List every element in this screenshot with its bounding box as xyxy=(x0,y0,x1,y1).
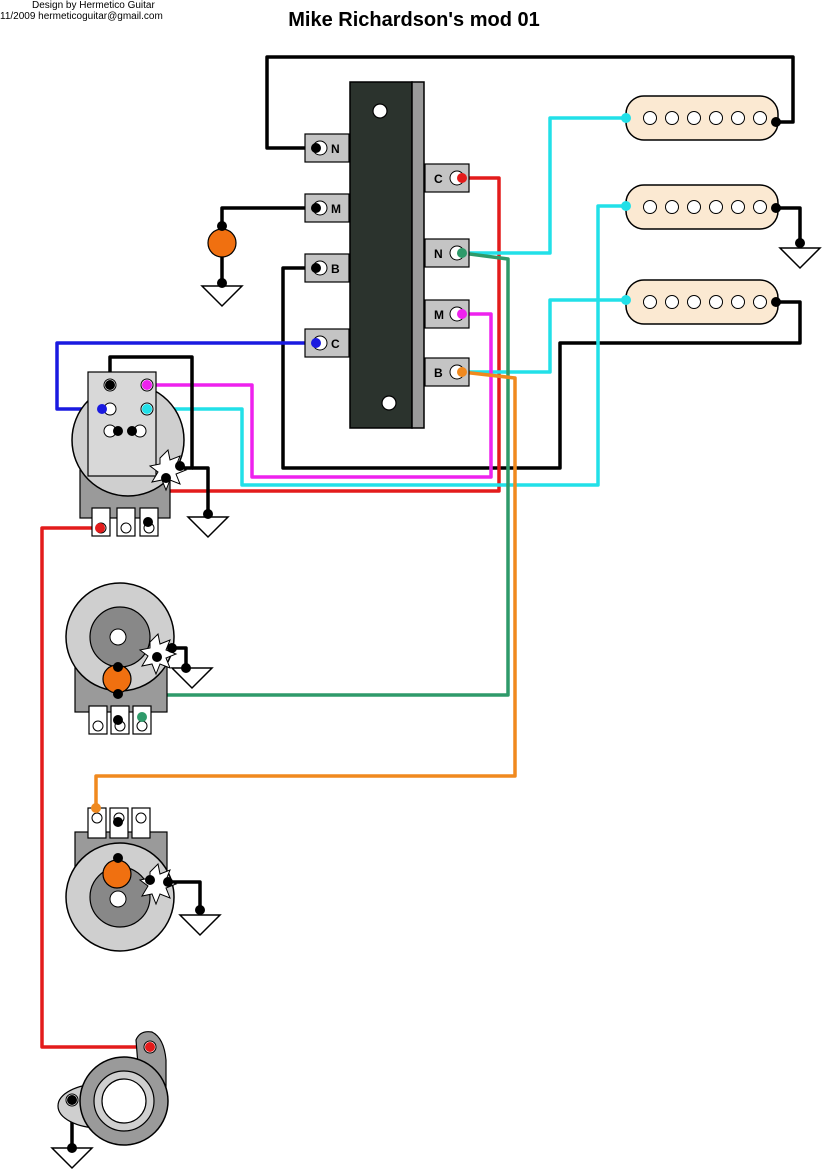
wire-black-middle-ground xyxy=(776,206,802,243)
wire-black-cap-to-m xyxy=(220,206,316,240)
wire-blue xyxy=(55,341,316,411)
terminal-right-c-label: C xyxy=(434,172,443,186)
ground-icon xyxy=(187,516,229,538)
credits-line1: Design by Hermetico Guitar xyxy=(32,0,155,11)
five-way-switch xyxy=(349,81,425,429)
terminal-left-m-label: M xyxy=(331,202,341,216)
terminal-right-m-label: M xyxy=(434,308,444,322)
wire-orange xyxy=(94,370,517,808)
wire-magenta xyxy=(147,312,493,479)
terminal-right-n: N xyxy=(424,238,470,268)
terminal-right-n-label: N xyxy=(434,247,443,261)
switch-left-terminals: N M B C xyxy=(304,133,350,358)
volume-pot xyxy=(71,371,188,537)
terminal-left-b-label: B xyxy=(331,262,340,276)
capacitor-top xyxy=(207,228,237,258)
wire-cyan-middle xyxy=(147,204,626,487)
pickup-middle xyxy=(625,184,779,230)
switch-right-terminals: C N M B xyxy=(424,163,470,387)
solder-burst-icon xyxy=(138,862,178,906)
wire-black-switch-b-loop xyxy=(281,266,802,470)
wire-cyan-bridge xyxy=(462,298,626,374)
wire-black-pot-ground xyxy=(192,466,210,514)
solder-burst-icon xyxy=(148,448,188,492)
wire-cyan-neck xyxy=(462,116,626,255)
ground-icon xyxy=(779,247,821,269)
solder-dots xyxy=(67,113,805,1153)
terminal-left-n-label: N xyxy=(331,142,340,156)
wire-black-pot-top xyxy=(108,355,194,470)
credits: Design by Hermetico Guitar 11/2009 herme… xyxy=(0,0,163,22)
wire-red-to-jack xyxy=(40,526,150,1049)
ground-icon xyxy=(171,667,213,689)
pickup-bridge xyxy=(625,279,779,325)
ground-icon xyxy=(201,285,243,307)
credits-line2: 11/2009 hermeticoguitar@gmail.com xyxy=(0,11,163,22)
tone-pot-2 xyxy=(65,807,178,952)
wire-black-bridge-to-n xyxy=(265,55,795,150)
ground-icon xyxy=(179,914,221,936)
diagram-title: Mike Richardson's mod 01 xyxy=(288,9,540,31)
terminal-right-b-label: B xyxy=(434,366,443,380)
terminal-left-c-label: C xyxy=(331,337,340,351)
pickup-neck xyxy=(625,95,779,141)
